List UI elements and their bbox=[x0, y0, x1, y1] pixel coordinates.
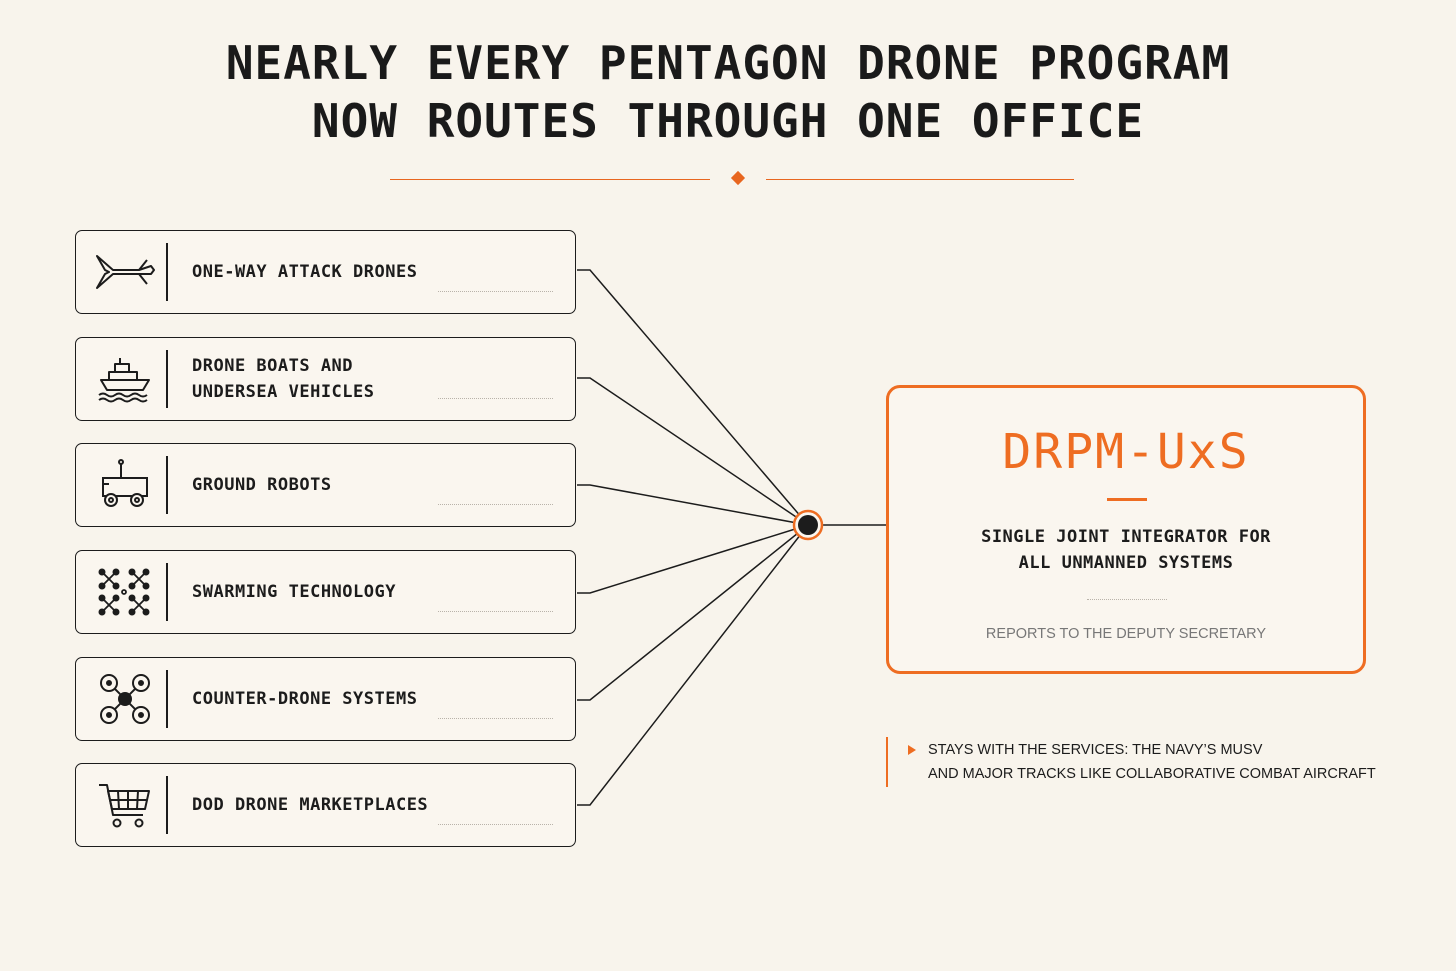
card-divider bbox=[166, 350, 168, 408]
program-label: ONE-WAY ATTACK DRONES bbox=[192, 262, 418, 282]
title-line-2: NOW ROUTES THROUGH ONE OFFICE bbox=[311, 94, 1145, 148]
swarm-icon bbox=[88, 563, 162, 621]
title-rule-right bbox=[766, 179, 1074, 180]
program-card-counter-drone-systems: COUNTER-DRONE SYSTEMS bbox=[75, 657, 576, 741]
connector-4 bbox=[577, 524, 809, 594]
connector-6 bbox=[577, 524, 809, 806]
hub-description: SINGLE JOINT INTEGRATOR FOR ALL UNMANNED… bbox=[981, 527, 1271, 573]
card-divider bbox=[166, 243, 168, 301]
hub-dotted-rule bbox=[1087, 599, 1167, 600]
card-dotted-rule bbox=[438, 824, 553, 825]
ground-robot-icon bbox=[88, 456, 162, 514]
hub-reporting-note: REPORTS TO THE DEPUTY SECRETARY bbox=[985, 626, 1267, 642]
shopping-cart-icon bbox=[88, 776, 162, 834]
quadcopter-icon bbox=[88, 670, 162, 728]
program-card-drone-boats: DRONE BOATS AND UNDERSEA VEHICLES bbox=[75, 337, 576, 421]
note-accent-bar bbox=[886, 737, 888, 787]
program-label: COUNTER-DRONE SYSTEMS bbox=[192, 689, 418, 709]
boat-icon bbox=[88, 350, 162, 408]
connector-3 bbox=[577, 484, 809, 526]
program-label: DRONE BOATS AND UNDERSEA VEHICLES bbox=[192, 356, 375, 402]
card-dotted-rule bbox=[438, 718, 553, 719]
card-divider bbox=[166, 670, 168, 728]
connector-5 bbox=[577, 524, 809, 701]
hub-office-box: DRPM-UxS SINGLE JOINT INTEGRATOR FOR ALL… bbox=[886, 385, 1366, 674]
exception-note-line-1: STAYS WITH THE SERVICES: THE NAVY’S MUSV bbox=[928, 742, 1263, 758]
title-line-1: NEARLY EVERY PENTAGON DRONE PROGRAM bbox=[225, 36, 1231, 90]
card-dotted-rule bbox=[438, 611, 553, 612]
junction-node bbox=[798, 515, 818, 535]
connector-2 bbox=[577, 377, 809, 526]
program-card-ground-robots: GROUND ROBOTS bbox=[75, 443, 576, 527]
program-label: SWARMING TECHNOLOGY bbox=[192, 582, 396, 602]
card-dotted-rule bbox=[438, 398, 553, 399]
hub-accent-rule bbox=[1107, 498, 1147, 501]
exception-note: STAYS WITH THE SERVICES: THE NAVY’S MUSV… bbox=[928, 738, 1448, 786]
plane-icon bbox=[88, 243, 162, 301]
note-bullet-icon bbox=[908, 745, 916, 755]
exception-note-line-2: AND MAJOR TRACKS LIKE COLLABORATIVE COMB… bbox=[928, 766, 1376, 782]
program-card-swarming-technology: SWARMING TECHNOLOGY bbox=[75, 550, 576, 634]
card-dotted-rule bbox=[438, 291, 553, 292]
connector-1 bbox=[577, 269, 809, 526]
program-label: DOD DRONE MARKETPLACES bbox=[192, 795, 429, 815]
title-rule-left bbox=[390, 179, 710, 180]
program-card-one-way-attack-drones: ONE-WAY ATTACK DRONES bbox=[75, 230, 576, 314]
card-divider bbox=[166, 456, 168, 514]
program-label: GROUND ROBOTS bbox=[192, 475, 332, 495]
card-dotted-rule bbox=[438, 504, 553, 505]
card-divider bbox=[166, 563, 168, 621]
hub-name: DRPM-UxS bbox=[1002, 424, 1250, 480]
card-divider bbox=[166, 776, 168, 834]
program-card-dod-drone-marketplaces: DOD DRONE MARKETPLACES bbox=[75, 763, 576, 847]
page-title: NEARLY EVERY PENTAGON DRONE PROGRAM NOW … bbox=[0, 34, 1456, 150]
